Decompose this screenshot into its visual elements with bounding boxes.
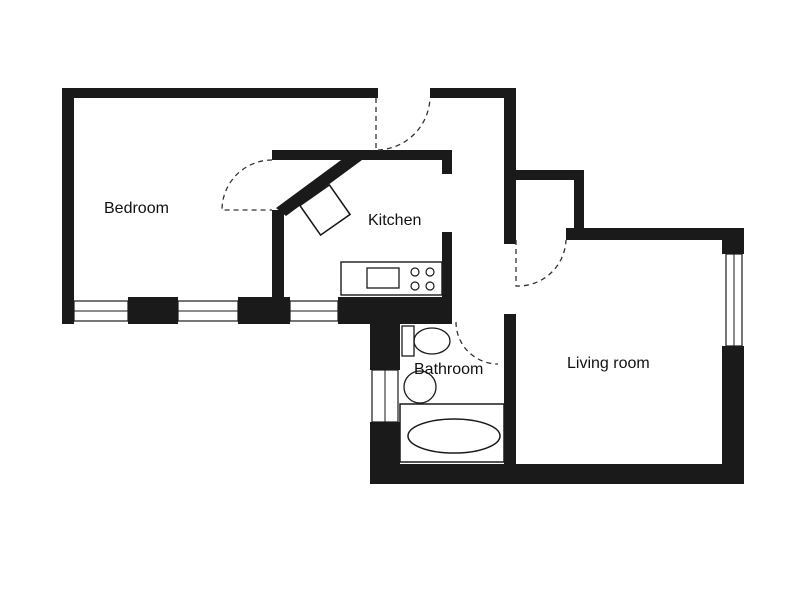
kitchen: Kitchen bbox=[272, 150, 452, 298]
bedroom-left-wall bbox=[62, 88, 74, 324]
bathroom-tub-basin bbox=[407, 418, 501, 454]
bathroom-top-stub bbox=[370, 320, 400, 370]
entry-right-wall bbox=[504, 88, 516, 244]
kitchen-burner-1 bbox=[410, 267, 420, 277]
bathroom-top-wall bbox=[338, 297, 452, 324]
closet-top-wall bbox=[512, 170, 584, 180]
living-right-wall-top bbox=[722, 228, 744, 254]
living-room: Living room bbox=[504, 228, 744, 484]
bathroom: Bathroom bbox=[338, 297, 516, 484]
entry-top-wall bbox=[430, 88, 514, 98]
closet-door-swing bbox=[515, 239, 567, 287]
bathroom-label: Bathroom bbox=[414, 361, 483, 378]
living-top-wall bbox=[566, 228, 744, 240]
bathroom-tub bbox=[399, 403, 505, 463]
living-room-label: Living room bbox=[567, 355, 650, 372]
living-left-wall bbox=[504, 314, 516, 474]
kitchen-sink bbox=[366, 267, 400, 289]
bathroom-toilet-tank bbox=[401, 325, 415, 357]
bathroom-bottom-wall bbox=[370, 464, 516, 484]
hallway bbox=[375, 88, 516, 244]
kitchen-right-wall-bottom bbox=[442, 232, 452, 298]
bedroom-bottom-pier-1 bbox=[128, 297, 178, 324]
kitchen-fridge bbox=[298, 183, 352, 237]
bedroom-label: Bedroom bbox=[104, 200, 169, 217]
kitchen-burner-3 bbox=[410, 281, 420, 291]
kitchen-diagonal-wall bbox=[276, 152, 362, 216]
living-right-wall-bottom bbox=[722, 346, 744, 484]
entry-door-swing bbox=[375, 97, 431, 151]
kitchen-burner-4 bbox=[425, 281, 435, 291]
bedroom-top-wall bbox=[62, 88, 378, 98]
closet bbox=[512, 170, 584, 287]
bedroom-door-swing bbox=[221, 159, 273, 211]
kitchen-top-wall bbox=[272, 150, 452, 160]
bedroom-bottom-pier-2 bbox=[238, 297, 290, 324]
closet-right-wall bbox=[574, 170, 584, 228]
kitchen-counter bbox=[340, 261, 443, 296]
living-bottom-wall bbox=[504, 464, 744, 484]
bedroom-bottom-left-corner bbox=[62, 297, 74, 324]
bathroom-door-swing bbox=[455, 321, 499, 365]
bedroom: Bedroom bbox=[62, 88, 378, 324]
kitchen-right-wall-top bbox=[442, 150, 452, 174]
bathroom-toilet-bowl bbox=[413, 327, 451, 355]
kitchen-label: Kitchen bbox=[368, 212, 421, 229]
kitchen-burner-2 bbox=[425, 267, 435, 277]
bedroom-right-wall bbox=[272, 210, 284, 300]
bathroom-sink bbox=[403, 370, 437, 404]
